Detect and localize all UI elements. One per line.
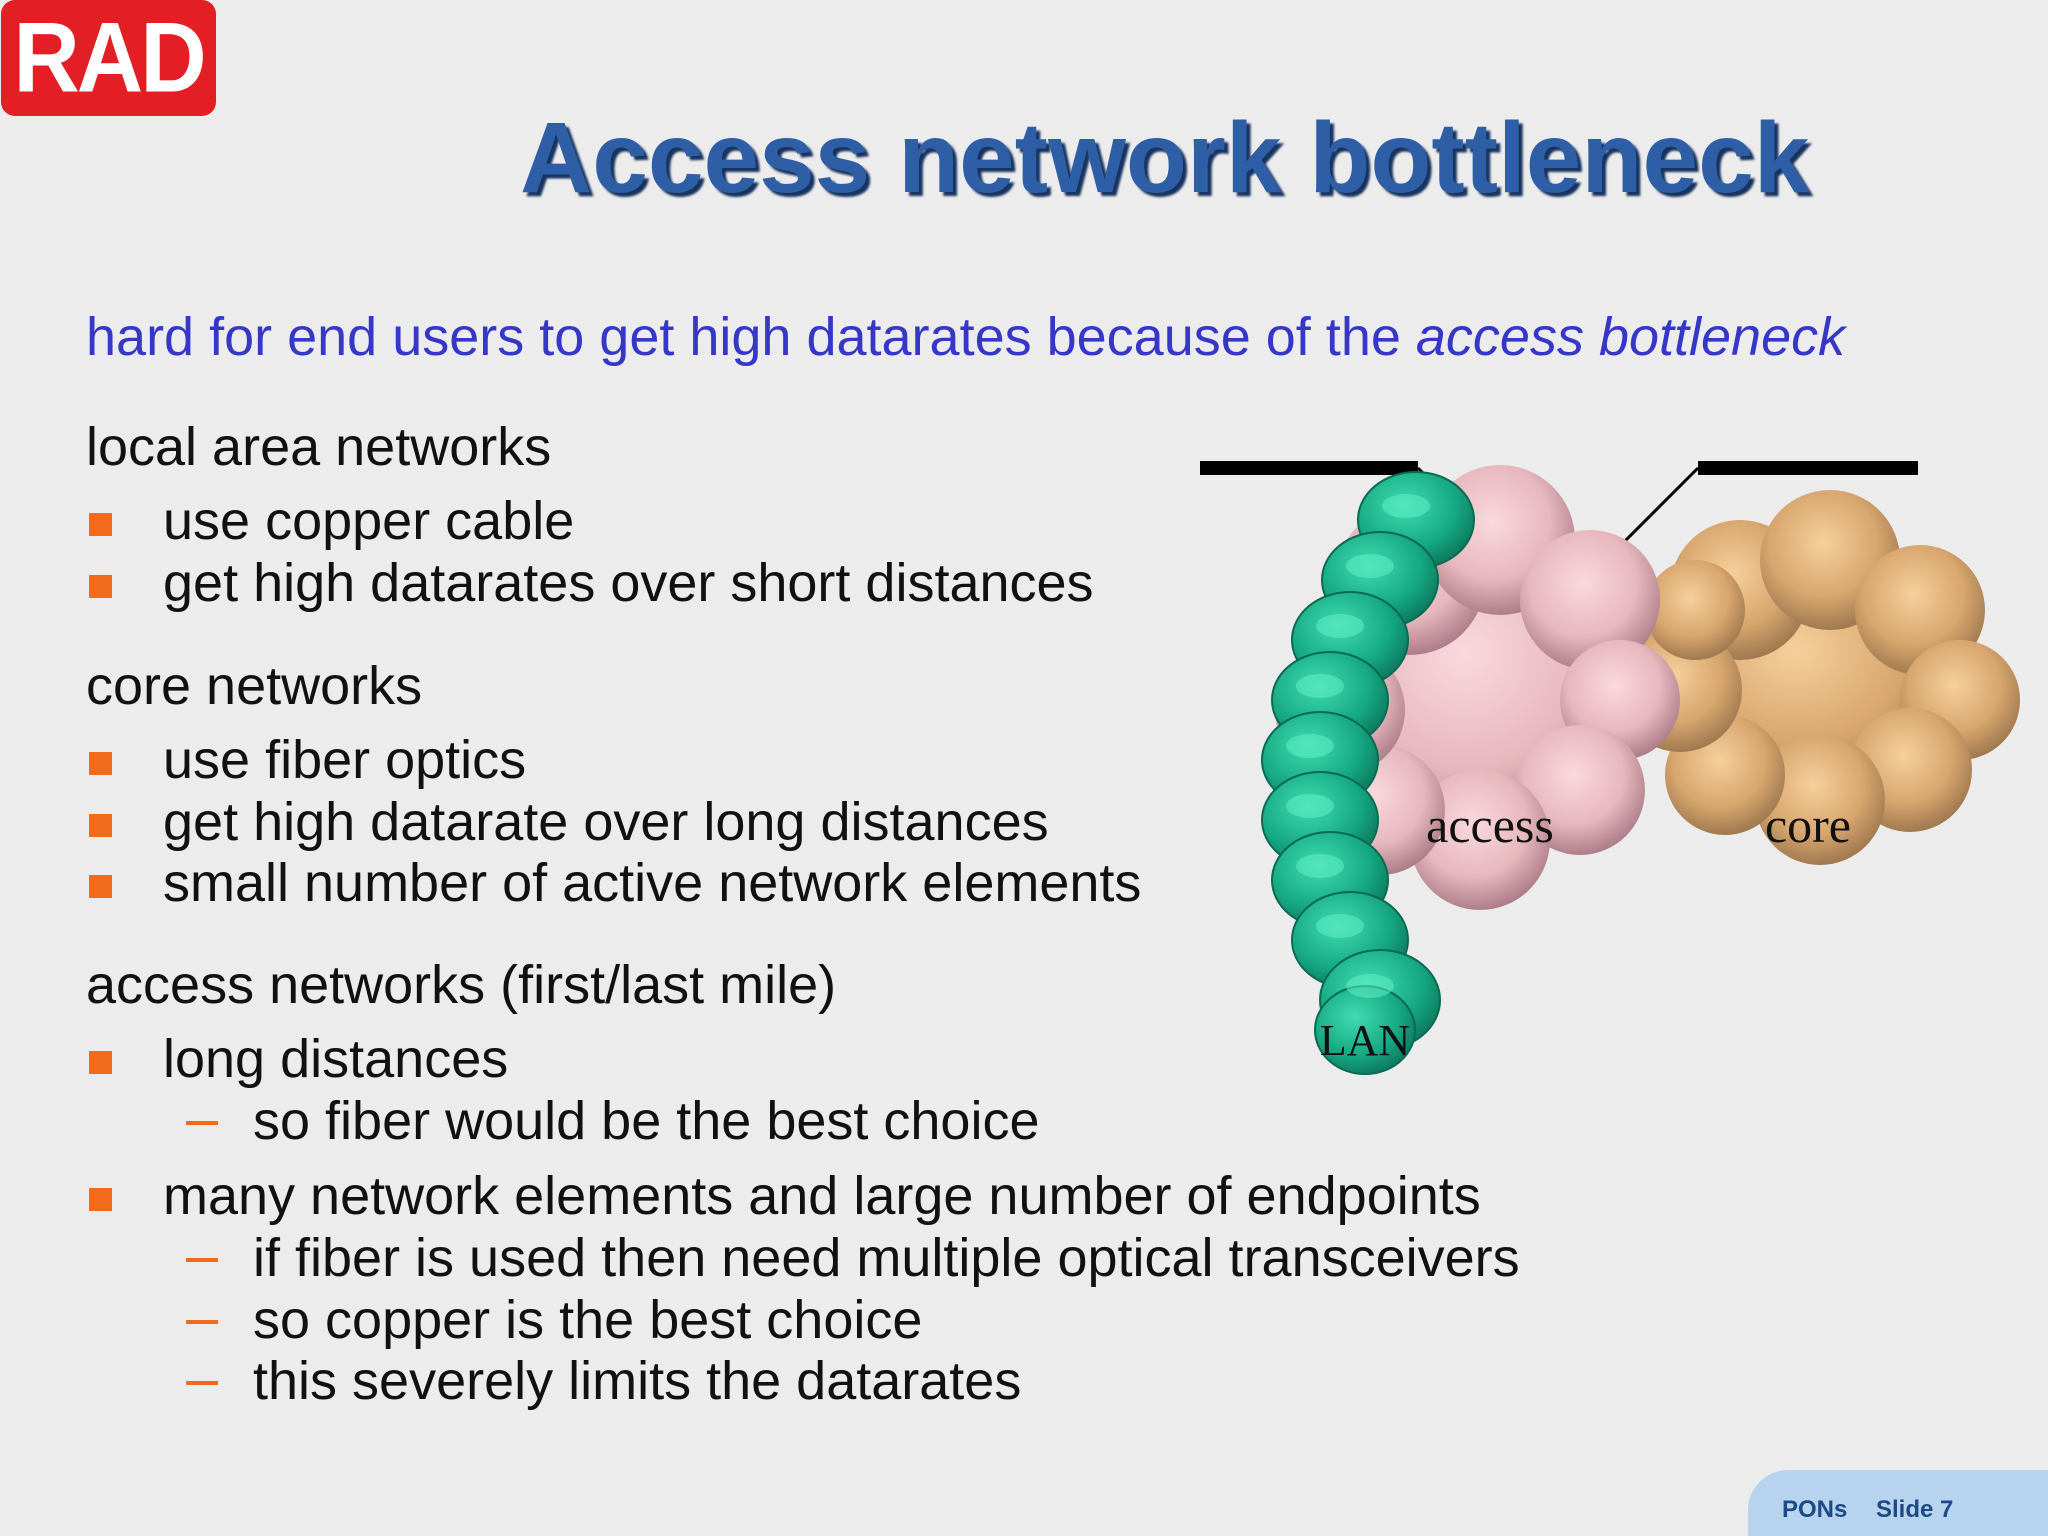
access-bullet-2: many network elements and large number o… <box>163 1166 1481 1226</box>
network-diagram: access core LAN <box>1261 465 2020 1075</box>
lan-bullet-1: use copper cable <box>163 491 575 551</box>
access-bullet-2-sub-2: so copper is the best choice <box>253 1290 923 1350</box>
access-bullet-2-sub-3: this severely limits the datarates <box>253 1351 1022 1411</box>
core-bullet-3: small number of active network elements <box>163 853 1142 913</box>
access-bullet-1-sub: so fiber would be the best choice <box>253 1091 1040 1151</box>
lan-label: LAN <box>1320 1016 1410 1065</box>
lan-highlights <box>1286 494 1430 998</box>
core-bullet-2: get high datarate over long distances <box>163 792 1049 852</box>
dash-icon <box>186 1381 218 1385</box>
subtitle-plain: hard for end users to get high datarates… <box>86 307 1416 367</box>
core-label: core <box>1765 797 1851 853</box>
dash-icon <box>186 1258 218 1262</box>
access-bullet-2-sub-1: if fiber is used then need multiple opti… <box>253 1228 1520 1288</box>
lan-bullet-2: get high datarates over short distances <box>163 553 1094 613</box>
bullet-square-icon <box>89 575 112 598</box>
bullet-square-icon <box>89 1188 112 1211</box>
slide-subtitle: hard for end users to get high datarates… <box>86 310 1845 364</box>
bullet-square-icon <box>89 513 112 536</box>
core-bullet-1: use fiber optics <box>163 730 527 790</box>
bullet-square-icon <box>89 1051 112 1074</box>
access-bullet-1: long distances <box>163 1029 509 1089</box>
footer-slide-number: Slide 7 <box>1876 1496 1954 1523</box>
bullet-square-icon <box>89 814 112 837</box>
bullet-square-icon <box>89 752 112 775</box>
footer-tab <box>1748 1470 2048 1536</box>
dash-icon <box>186 1320 218 1324</box>
bullet-square-icon <box>89 875 112 898</box>
lan-cloud <box>1261 471 1475 1075</box>
subtitle-emphasis: access bottleneck <box>1415 307 1846 367</box>
lan-heading: local area networks <box>86 417 552 477</box>
footer-deck-name: PONs <box>1782 1496 1848 1523</box>
core-heading: core networks <box>86 656 423 716</box>
slide-title: Access network bottleneck <box>520 102 1810 214</box>
logo-text: RAD <box>13 2 206 114</box>
rad-logo: RAD <box>1 0 216 116</box>
dash-icon <box>186 1121 218 1125</box>
access-heading: access networks (first/last mile) <box>86 955 837 1015</box>
core-cloud <box>1618 490 2020 865</box>
access-label: access <box>1426 797 1554 853</box>
